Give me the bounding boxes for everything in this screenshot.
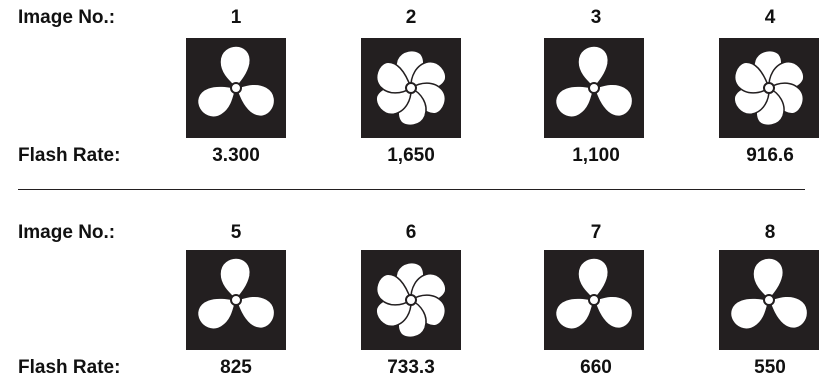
image-tile [719,250,819,350]
flash-rate-value: 3.300 [176,145,296,167]
three-blade-propeller-icon [186,250,286,350]
image-number: 5 [176,222,296,244]
rotor-blade [578,258,608,300]
section-divider [18,189,805,190]
rotor-blade [220,46,250,88]
image-number: 8 [710,222,823,244]
image-number: 3 [536,7,656,29]
image-number-label-row-2: Image No.: [18,222,115,244]
flash-rate-value: 825 [176,357,296,379]
flash-rate-value: 1,650 [351,145,471,167]
image-tile [544,250,644,350]
image-number: 1 [176,7,296,29]
rotor-hub [406,83,416,93]
image-number-label-row-1: Image No.: [18,7,115,29]
image-tile [186,250,286,350]
rotor-blade [220,258,250,300]
flash-rate-label-row-2: Flash Rate: [18,357,120,379]
six-petal-rotor-icon [361,38,461,138]
image-number: 7 [536,222,656,244]
rotor-hub [764,83,774,93]
rotor-hub [764,295,774,305]
flash-rate-value: 916.6 [710,145,823,167]
six-petal-rotor-icon [719,38,819,138]
image-tile [544,38,644,138]
rotor-hub [589,83,599,93]
six-petal-rotor-icon [361,250,461,350]
flash-rate-value: 660 [536,357,656,379]
flash-rate-value: 733.3 [351,357,471,379]
rotor-hub [406,295,416,305]
rotor-hub [231,83,241,93]
image-number: 4 [710,7,823,29]
flash-rate-label-row-1: Flash Rate: [18,145,120,167]
three-blade-propeller-icon [544,38,644,138]
flash-rate-value: 550 [710,357,823,379]
image-tile [719,38,819,138]
image-number: 2 [351,7,471,29]
image-tile [361,38,461,138]
three-blade-propeller-icon [544,250,644,350]
rotor-hub [589,295,599,305]
image-tile [361,250,461,350]
rotor-blade [578,46,608,88]
rotor-hub [231,295,241,305]
three-blade-propeller-icon [719,250,819,350]
three-blade-propeller-icon [186,38,286,138]
rotor-blade [753,258,783,300]
image-number: 6 [351,222,471,244]
flash-rate-value: 1,100 [536,145,656,167]
image-tile [186,38,286,138]
